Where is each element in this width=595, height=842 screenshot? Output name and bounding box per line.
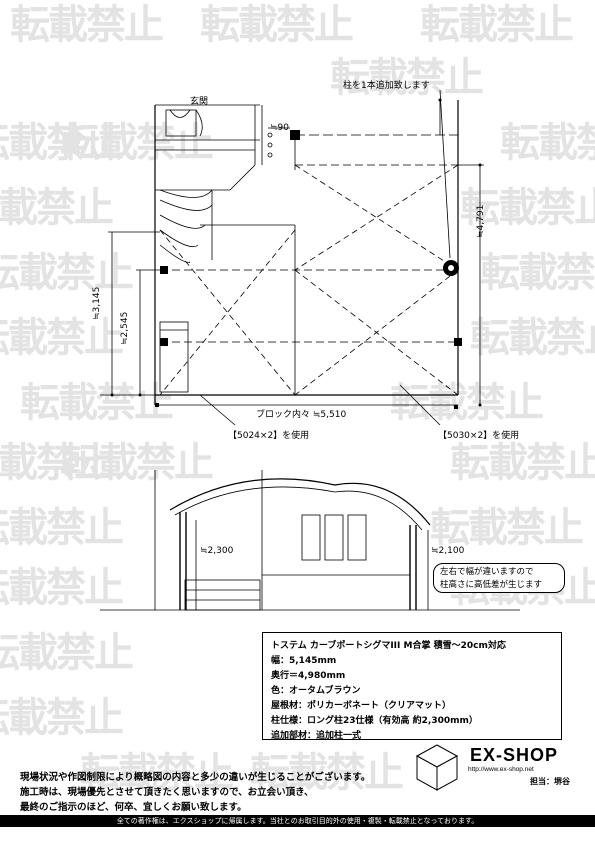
footer-line-1: 現場状況や作図制限により概略図の内容と多少の違いが生じることがございます。 — [20, 772, 371, 783]
spec-roof: 屋根材：ポリカーボネート（クリアマット） — [271, 701, 452, 711]
use-left-label: 【5024×2】を使用 — [228, 431, 310, 441]
add-pillar-note: 柱を1本追加致します — [343, 81, 430, 91]
block-inner-dim: ブロック内々 ≒5,510 — [256, 410, 347, 420]
footer-note: 現場状況や作図制限により概略図の内容と多少の違いが生じることがございます。 施工… — [20, 770, 370, 815]
dim-4791: ≒4,791 — [476, 204, 486, 238]
logo-url: http://www.ex-shop.net — [468, 766, 534, 773]
spec-box: トステム カーブポートシグマIII M合掌 積雪～20cm対応 幅：5,145m… — [262, 632, 562, 741]
footer-line-3: 最終のご指示のほど、何卒、宜しくお願い致します。 — [20, 802, 247, 813]
logo-name: EX-SHOP — [470, 745, 559, 765]
copyright-bar: 全ての著作権は、エクスショップに帰属します。当社とのお取引目的外の使用・複製・転… — [0, 815, 595, 827]
height-difference-note: 左右で幅が違いますので 柱高さに高低差が生じます — [433, 563, 565, 593]
dim-3145: ≒3,145 — [92, 286, 102, 320]
elevation-dim-right: ≒2,100 — [431, 546, 465, 556]
note-line-2: 柱高さに高低差が生じます — [440, 580, 543, 590]
spec-extra: 追加部材：追加柱一式 — [271, 731, 362, 741]
footer-line-2: 施工時は、現場優先とさせて頂きたく思いますので、お立会い頂き、 — [20, 787, 314, 798]
use-right-label: 【5030×2】を使用 — [438, 431, 520, 441]
ex-shop-logo-cube — [415, 744, 459, 791]
spec-title: トステム カーブポートシグマIII M合掌 積雪～20cm対応 — [271, 641, 506, 651]
entrance-label: 玄関 — [190, 97, 209, 107]
dim-2545: ≒2,545 — [120, 311, 130, 345]
spec-color: 色：オータムブラウン — [271, 686, 361, 696]
spec-pillar: 柱仕様：ロング柱23仕様（有効高 約2,300mm） — [271, 716, 478, 726]
staff-label: 担当：堺谷 — [530, 777, 570, 786]
spec-depth: 奥行＝4,980mm — [271, 671, 346, 681]
spec-width: 幅：5,145mm — [271, 656, 337, 666]
note-line-1: 左右で幅が違いますので — [440, 567, 534, 577]
dim-90: ≒90 — [270, 123, 290, 133]
elevation-dim-left: ≒2,300 — [200, 546, 234, 556]
